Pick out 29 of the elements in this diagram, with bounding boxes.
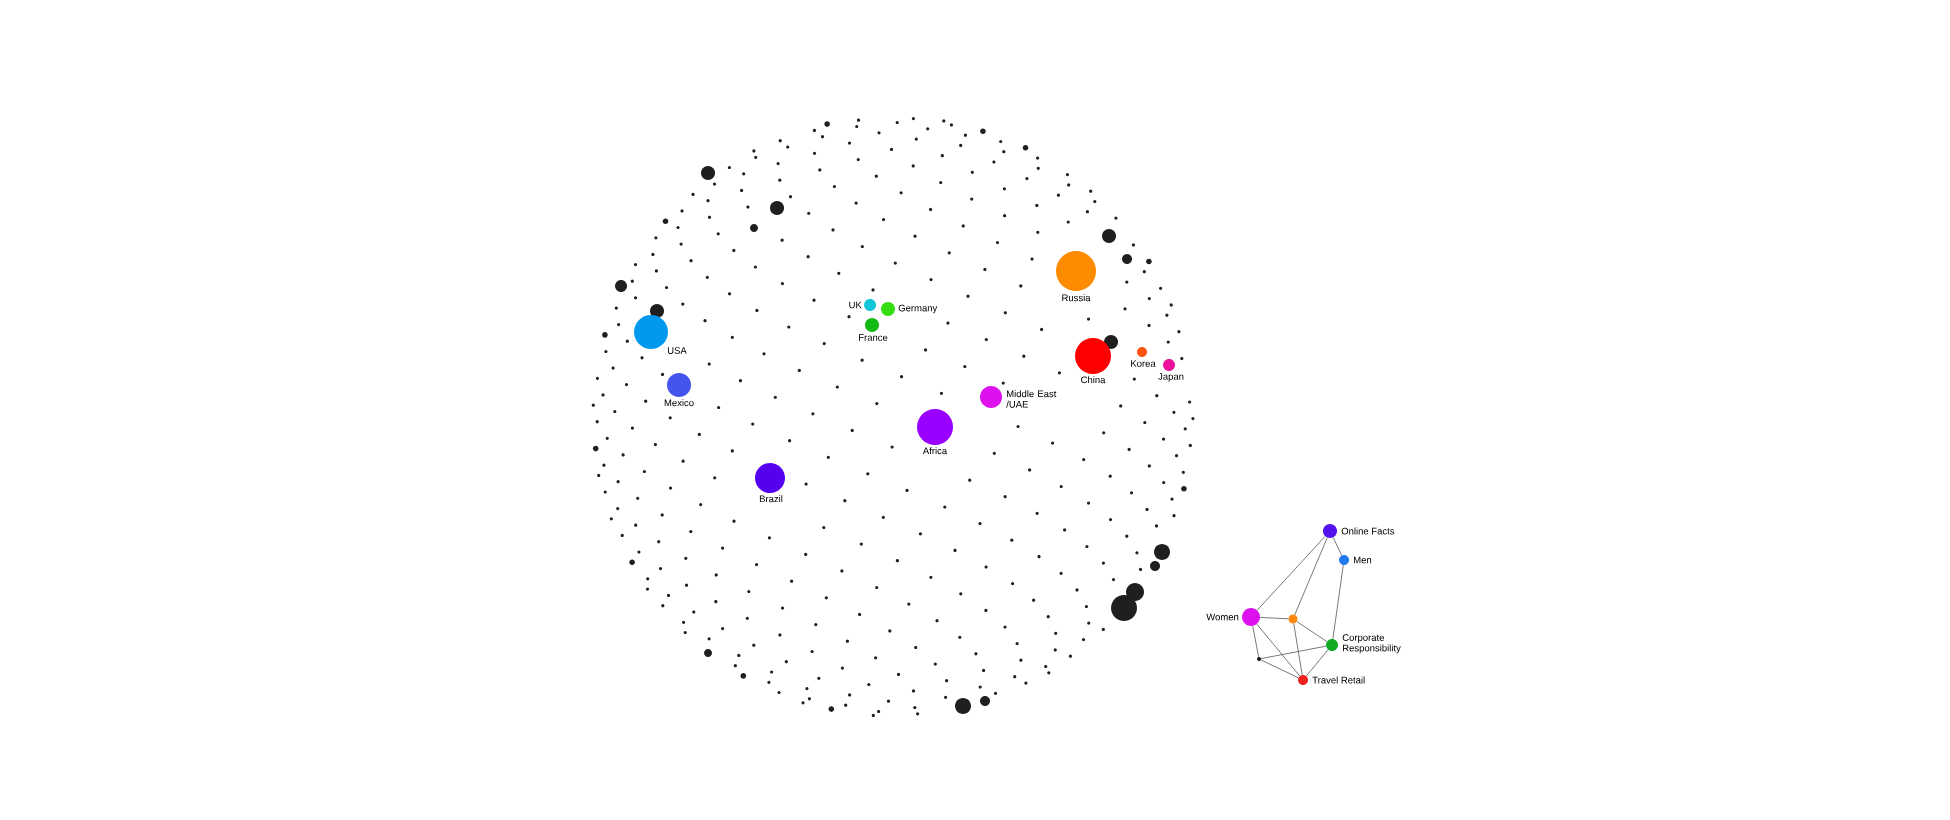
- connector-line: [1256, 623, 1301, 677]
- connector-line: [1332, 537, 1343, 556]
- country-label: USA: [667, 347, 687, 354]
- country-label: Brazil: [759, 495, 783, 503]
- connector-line: [1260, 645, 1327, 659]
- country-label: France: [859, 334, 888, 341]
- connector-line: [1332, 564, 1344, 640]
- country-label: Middle East /UAE: [1006, 390, 1057, 408]
- connector-line: [1260, 659, 1299, 679]
- country-label: Korea: [1131, 360, 1156, 367]
- country-label: Mexico: [664, 399, 694, 407]
- connector-line: [1252, 625, 1259, 658]
- connector-line: [1306, 649, 1329, 677]
- node-label: Corporate Responsibility: [1342, 634, 1401, 654]
- connector-line: [1293, 623, 1303, 676]
- country-label: Africa: [922, 447, 948, 455]
- connector-line: [1296, 621, 1328, 642]
- country-label: Germany: [898, 304, 938, 314]
- connector-line: [1294, 537, 1328, 616]
- node-label: Online Facts: [1341, 527, 1395, 535]
- country-label: Japan: [1158, 373, 1184, 382]
- connector-line: [1256, 535, 1326, 611]
- country-label: UK: [849, 301, 862, 309]
- node-label: Travel Retail: [1312, 676, 1365, 684]
- country-label: China: [1081, 376, 1106, 384]
- node-label: Women: [1206, 613, 1239, 621]
- node-label: Men: [1354, 556, 1372, 564]
- connector-line: [1259, 617, 1289, 620]
- country-label: Russia: [1062, 294, 1091, 302]
